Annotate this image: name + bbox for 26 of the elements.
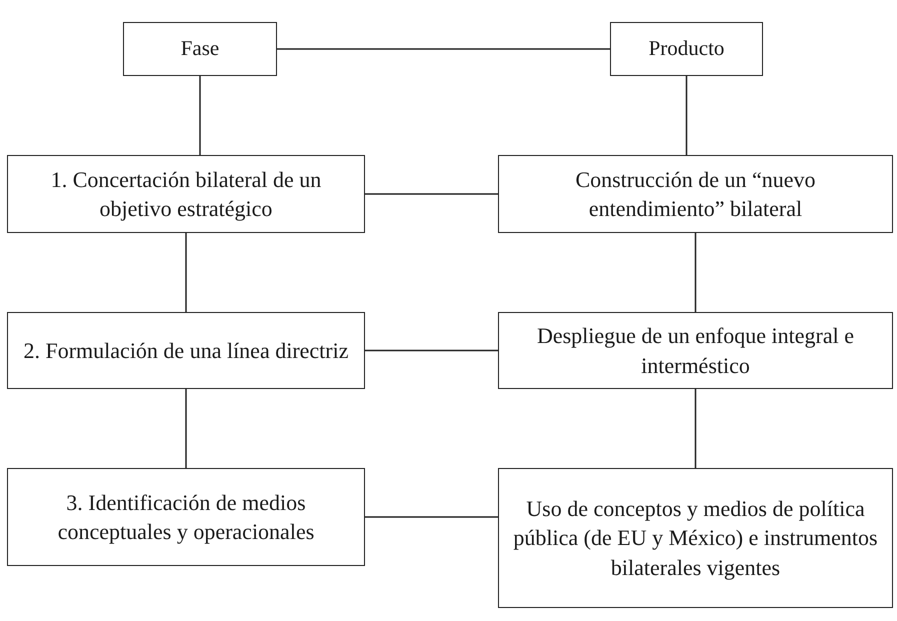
box-label: Construcción de un “nuevo entendimiento” bilateral xyxy=(574,166,817,223)
box-label: 2. Formulación de una línea directriz xyxy=(24,336,348,365)
connector-line xyxy=(694,233,696,312)
connector-line xyxy=(277,48,610,50)
connector-line xyxy=(365,193,498,195)
box-label: 3. Identificación de medios conceptuales y operacionales xyxy=(56,488,316,546)
process-box xyxy=(498,312,893,389)
connector-line xyxy=(199,76,201,155)
process-box xyxy=(7,155,365,233)
box-label: Fase xyxy=(180,35,220,62)
box-label: Producto xyxy=(648,35,724,62)
process-box xyxy=(7,468,365,566)
box-label: Despliegue de un enfoque integral e interméstico xyxy=(536,322,856,380)
process-box xyxy=(123,22,277,76)
connector-line xyxy=(365,516,498,518)
process-box xyxy=(610,22,763,76)
connector-line xyxy=(686,76,688,155)
process-box xyxy=(498,468,893,608)
process-box xyxy=(498,155,893,233)
connector-line xyxy=(365,350,498,352)
connector-line xyxy=(185,233,187,312)
box-label: 1. Concertación bilateral de un objetivo estratégico xyxy=(50,166,322,223)
process-box xyxy=(7,312,365,389)
connector-line xyxy=(185,389,187,468)
connector-line xyxy=(694,389,696,468)
box-label: Uso de conceptos y medios de política pública (de EU y México) e instrumentos bilaterales vigentes xyxy=(512,495,879,582)
